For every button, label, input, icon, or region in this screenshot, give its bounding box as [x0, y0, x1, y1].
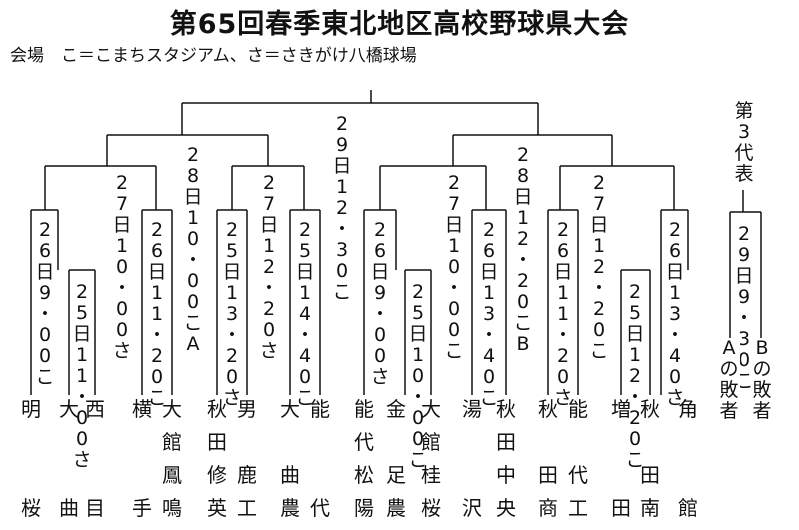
team-8: 大曲農 — [280, 397, 300, 520]
team-15: 秋田商 — [538, 397, 558, 520]
team-11: 金足農 — [386, 397, 406, 520]
team-6: 秋田修英 — [207, 397, 227, 520]
team-4: 横手 — [132, 397, 152, 520]
team-7: 男鹿工 — [237, 397, 257, 520]
team-5: 大館鳳鳴 — [162, 397, 182, 520]
team-17: 増田 — [611, 397, 631, 520]
bracket-lines — [30, 90, 762, 395]
team-16: 能代工 — [568, 397, 588, 520]
team-3: 西目 — [85, 397, 105, 520]
team-2: 大曲 — [59, 397, 79, 520]
team-19: 角館 — [678, 397, 698, 520]
team-1: 明桜 — [21, 397, 41, 520]
team-18: 秋田南 — [640, 397, 660, 520]
team-12: 大館桂桜 — [421, 397, 441, 520]
page-title: 第65回春季東北地区高校野球県大会 — [169, 9, 630, 40]
team-13: 湯沢 — [462, 397, 482, 520]
team-9: 能代 — [310, 397, 330, 520]
team-10: 能代松陽 — [354, 397, 374, 520]
team-14: 秋田中央 — [496, 397, 516, 520]
venue-legend: 会場 こ＝こまちスタジアム、さ＝さきがけ八橋球場 — [10, 46, 417, 66]
